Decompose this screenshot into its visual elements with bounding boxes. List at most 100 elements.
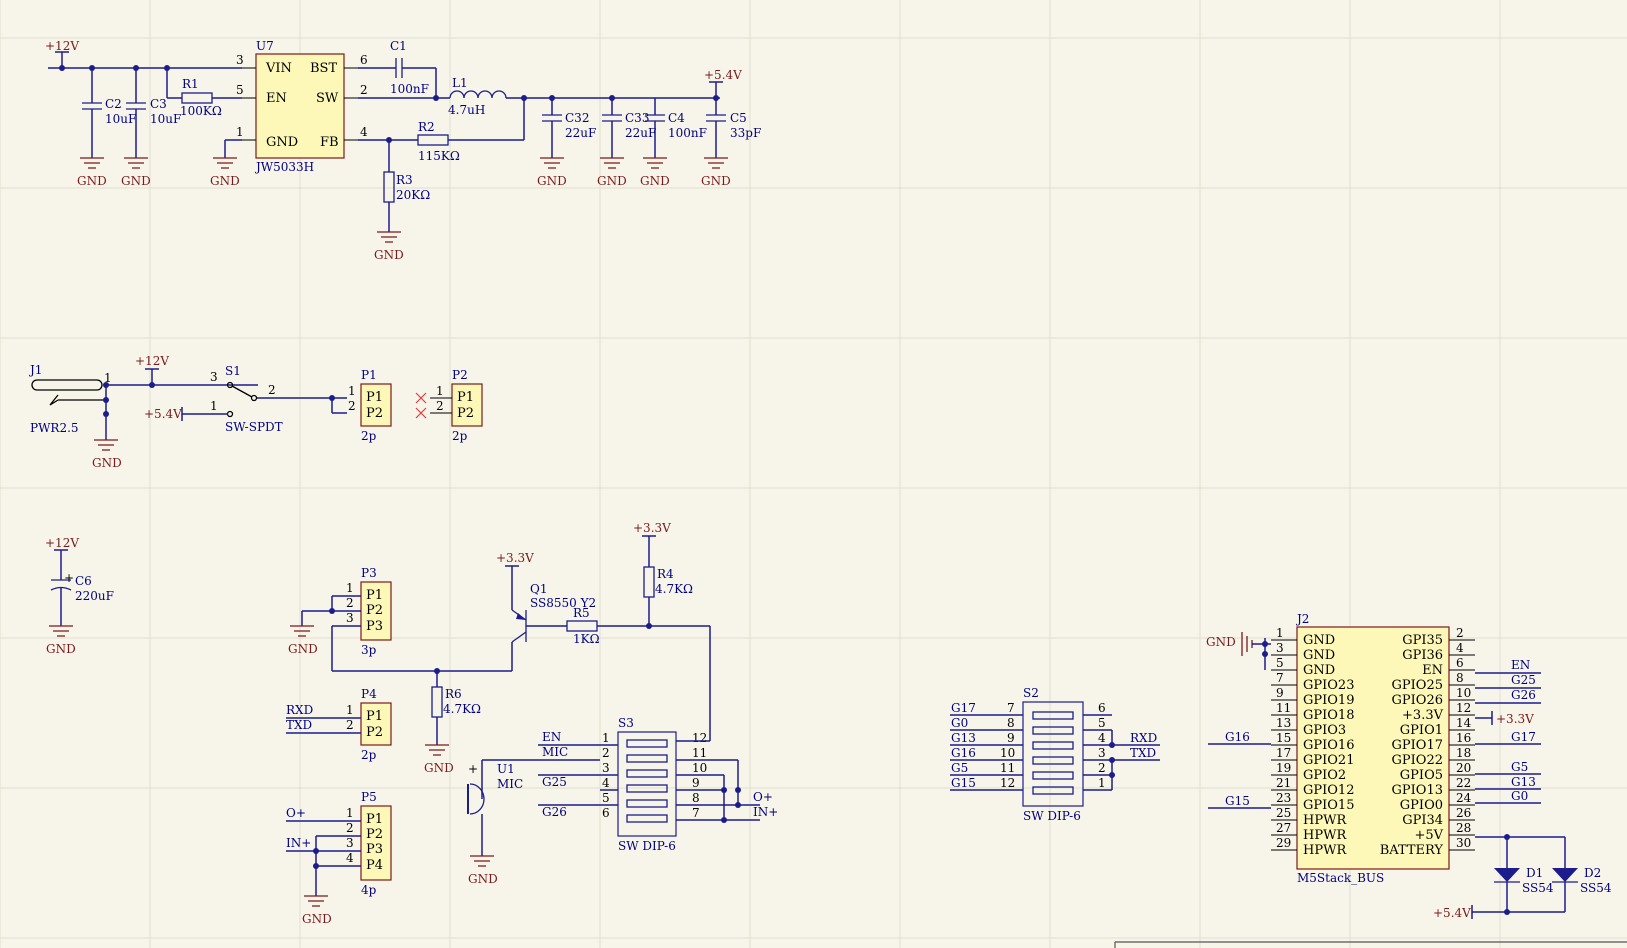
svg-text:1: 1 [1098, 776, 1106, 790]
r4-ref: R4 [657, 567, 674, 581]
j1-part: PWR2.5 [30, 421, 79, 435]
pwr-54v-label-buck: +5.4V [704, 68, 742, 82]
p1-body [360, 383, 392, 427]
svg-text:P2: P2 [366, 406, 383, 421]
svg-text:GND: GND [468, 872, 498, 886]
dip-slot [1032, 711, 1074, 720]
dip-slot [1032, 741, 1074, 750]
svg-text:2: 2 [348, 399, 356, 413]
j2-right-pin-num: 22 [1456, 776, 1471, 790]
c33-val: 22uF [625, 126, 656, 140]
svg-text:9: 9 [692, 776, 700, 790]
pwr-12v-label: +12V [45, 39, 79, 53]
r1-val: 100KΩ [180, 104, 222, 118]
s2-net-g0: G0 [951, 716, 968, 730]
svg-text:2: 2 [436, 399, 444, 413]
c32-val: 22uF [565, 126, 596, 140]
j2-right-pin-label: GPI34 [1402, 813, 1443, 828]
j2-left-pin-label: HPWR [1303, 813, 1347, 828]
r1-ref: R1 [182, 77, 199, 91]
svg-text:1: 1 [346, 581, 354, 595]
p4-net-rxd: RXD [286, 703, 313, 717]
svg-text:P4: P4 [366, 858, 383, 873]
svg-text:1: 1 [348, 384, 356, 398]
svg-text:P2: P2 [457, 406, 474, 421]
s3-part: SW DIP-6 [618, 839, 676, 853]
s2-dip-switch: S2 SW DIP-6 G17 G0 G13 G16 G5 G15 789 10… [950, 686, 1160, 823]
s3-net-g26: G26 [542, 805, 567, 819]
p5-ref: P5 [361, 790, 377, 804]
j2-net-g26: G26 [1511, 688, 1536, 702]
u7-pin-fb: FB [320, 135, 339, 150]
audio-section: P3 123 P1 P2 P3 GND 3p GND R6 4.7KΩ +3.3… [286, 521, 778, 926]
r5-val: 1KΩ [573, 632, 600, 646]
dip-slot [626, 784, 668, 793]
j2-left-pin-num: 7 [1276, 671, 1284, 685]
svg-text:2: 2 [1098, 761, 1106, 775]
svg-text:+12V: +12V [45, 536, 79, 550]
svg-text:GND: GND [77, 174, 107, 188]
dip-slot [1032, 726, 1074, 735]
j2-net-en: EN [1511, 658, 1530, 672]
svg-text:P2: P2 [366, 827, 383, 842]
svg-text:GND: GND [288, 642, 318, 656]
j2-right-pin-label: GPIO1 [1400, 723, 1443, 738]
svg-text:+: + [468, 762, 478, 776]
j2-net-g16: G16 [1225, 730, 1250, 744]
j2-left-pin-label: GPIO18 [1303, 708, 1354, 723]
u7-pin-sw: SW [316, 91, 339, 106]
svg-text:5: 5 [236, 83, 244, 97]
p5-val: 4p [361, 883, 377, 897]
c4-val: 100nF [668, 126, 707, 140]
svg-text:1: 1 [436, 384, 444, 398]
c1-val: 100nF [390, 82, 429, 96]
svg-text:GND: GND [210, 174, 240, 188]
p2-body [451, 383, 483, 427]
svg-text:6: 6 [1098, 701, 1106, 715]
p4-net-txd: TXD [286, 718, 312, 732]
svg-text:2: 2 [346, 718, 354, 732]
svg-text:3: 3 [1098, 746, 1106, 760]
r4-val: 4.7KΩ [655, 582, 693, 596]
j2-right-pin-num: 8 [1456, 671, 1464, 685]
svg-text:4: 4 [360, 125, 368, 139]
svg-text:+3.3V: +3.3V [633, 521, 671, 535]
r2-val: 115KΩ [418, 149, 460, 163]
j2-net-g13: G13 [1511, 775, 1536, 789]
j2-net-33v: +3.3V [1496, 712, 1534, 726]
j2-left-pin-num: 19 [1276, 761, 1291, 775]
svg-text:1: 1 [210, 399, 218, 413]
j2-ref: J2 [1295, 612, 1309, 626]
svg-text:+5.4V: +5.4V [144, 407, 182, 421]
p4-val: 2p [361, 748, 377, 762]
q1-part: SS8550 Y2 [530, 596, 596, 610]
j2-right-pin-num: 16 [1456, 731, 1471, 745]
j2-left-pin-num: 9 [1276, 686, 1284, 700]
svg-text:7: 7 [1007, 701, 1015, 715]
svg-text:P1: P1 [457, 390, 474, 405]
j2-left-pin-num: 23 [1276, 791, 1291, 805]
svg-text:11: 11 [1000, 761, 1015, 775]
d2-part: SS54 [1580, 881, 1612, 895]
j1-ref: J1 [28, 363, 42, 377]
j2-left-pin-num: 17 [1276, 746, 1291, 760]
svg-text:2: 2 [268, 383, 276, 397]
q1-ref: Q1 [530, 582, 547, 596]
j2-left-pin-num: 13 [1276, 716, 1291, 730]
dip-slot [626, 769, 668, 778]
p5-net-oplus: O+ [286, 806, 306, 820]
j2-left-pin-label: GPIO19 [1303, 693, 1354, 708]
svg-text:GND: GND [92, 456, 122, 470]
dip-slot [626, 799, 668, 808]
c2-val: 10uF [105, 112, 136, 126]
c5-val: 33pF [730, 126, 761, 140]
svg-text:+12V: +12V [135, 354, 169, 368]
s1-part: SW-SPDT [225, 420, 283, 434]
svg-text:6: 6 [602, 806, 610, 820]
j2-right-pin-label: GPIO13 [1392, 783, 1443, 798]
p3-val: 3p [361, 643, 377, 657]
s2-part: SW DIP-6 [1023, 809, 1081, 823]
svg-text:GND: GND [701, 174, 731, 188]
j2-right-pin-label: BATTERY [1380, 843, 1444, 858]
